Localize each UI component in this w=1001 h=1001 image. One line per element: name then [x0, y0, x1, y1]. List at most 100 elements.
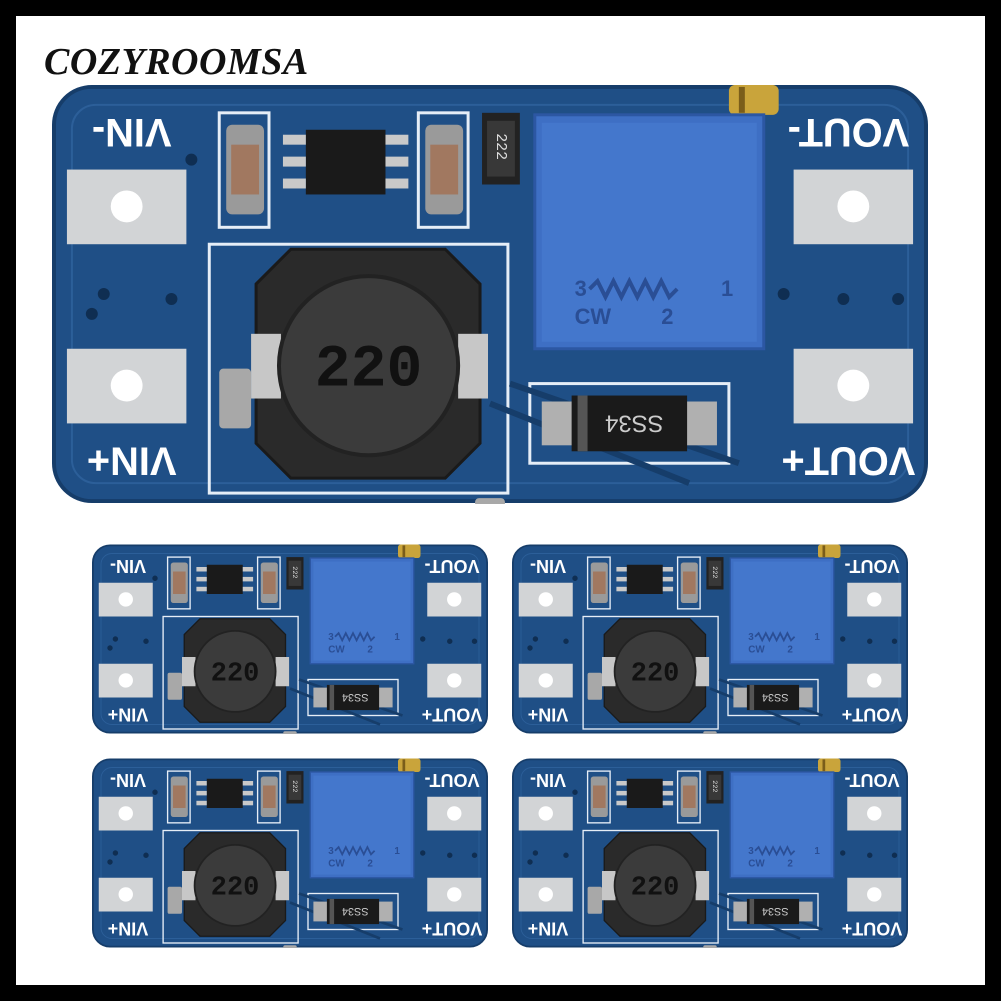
trimmer-potentiometer: 3 1 CW 2	[309, 758, 421, 879]
schottky-diode-ss34: SS34	[733, 898, 813, 925]
vout-minus-label: VOUT-	[424, 770, 479, 790]
capacitor	[676, 770, 701, 824]
vout-minus-label: VOUT-	[424, 556, 479, 576]
capacitor	[256, 556, 281, 610]
inductor-220: 220	[167, 618, 297, 734]
trimmer-potentiometer: 3 1 CW 2	[729, 544, 841, 665]
inductor-code-label: 220	[631, 873, 680, 903]
trimmer-potentiometer: 3 1 CW 2	[309, 544, 421, 665]
capacitor	[166, 770, 191, 824]
vout-plus-label: VOUT+	[422, 704, 483, 724]
boost-ic	[616, 778, 674, 808]
trimmer-potentiometer: 3 1 CW 2	[533, 84, 779, 351]
diode-code-label: SS34	[762, 691, 788, 703]
brand-watermark: COZYROOMSA	[44, 41, 309, 83]
inductor-220: 220	[167, 832, 297, 948]
diode-code-label: SS34	[605, 409, 663, 436]
vin-minus-label: VIN-	[530, 556, 566, 576]
schottky-diode-ss34: SS34	[313, 684, 393, 711]
inductor-220: 220	[219, 247, 505, 504]
resistor-222: 222	[706, 771, 724, 804]
pot-cw-label: CW	[748, 645, 765, 656]
vout-plus-label: VOUT+	[422, 918, 483, 938]
inductor-code-label: 220	[211, 659, 260, 689]
product-photo: COZYROOMSA	[16, 16, 985, 985]
vin-minus-label: VIN-	[110, 770, 146, 790]
boost-ic	[196, 778, 254, 808]
vin-plus-label: VIN+	[87, 438, 177, 482]
vout-minus-label: VOUT-	[844, 770, 899, 790]
vout-plus-label: VOUT+	[842, 704, 903, 724]
vin-plus-label: VIN+	[528, 704, 569, 724]
resistor-222: 222	[706, 557, 724, 590]
capacitor	[586, 556, 611, 610]
vout-minus-label: VOUT-	[844, 556, 899, 576]
diode-code-label: SS34	[342, 691, 368, 703]
terminal-pads	[98, 796, 482, 912]
capacitor	[676, 556, 701, 610]
vout-plus-label: VOUT+	[842, 918, 903, 938]
inductor-220: 220	[587, 832, 717, 948]
schottky-diode-ss34: SS34	[733, 684, 813, 711]
pot-pin-label: 3	[748, 846, 754, 857]
vin-minus-label: VIN-	[110, 556, 146, 576]
boost-board-large: VIN- VIN+ VOUT- VOUT+	[52, 84, 928, 504]
capacitor	[256, 770, 281, 824]
resistor-code-label: 222	[290, 780, 298, 792]
vin-plus-label: VIN+	[528, 918, 569, 938]
resistor-222: 222	[482, 112, 520, 185]
pot-cw-label: CW	[328, 859, 345, 870]
inductor-code-label: 220	[211, 873, 260, 903]
boost-ic	[616, 564, 674, 594]
pot-pin-label: 1	[394, 846, 400, 857]
resistor-code-label: 222	[710, 566, 718, 578]
pot-pin-label: 3	[748, 632, 754, 643]
diode-code-label: SS34	[762, 905, 788, 917]
pot-cw-label: CW	[328, 645, 345, 656]
capacitor	[586, 770, 611, 824]
inductor-code-label: 220	[315, 336, 423, 404]
vin-minus-label: VIN-	[530, 770, 566, 790]
boost-ic	[282, 129, 409, 195]
capacitor	[416, 111, 470, 229]
pot-pin-label: 2	[787, 645, 793, 656]
schottky-diode-ss34: SS34	[313, 898, 393, 925]
inductor-220: 220	[587, 618, 717, 734]
boost-board-small: VIN- VIN+ VOUT- VOUT+	[92, 758, 488, 948]
boost-board-small: VIN- VIN+ VOUT- VOUT+	[512, 544, 908, 734]
resistor-222: 222	[286, 771, 304, 804]
pot-pin-label: 2	[661, 304, 673, 329]
pot-pin-label: 1	[814, 846, 820, 857]
pot-pin-label: 2	[367, 645, 373, 656]
resistor-222: 222	[286, 557, 304, 590]
trimmer-potentiometer: 3 1 CW 2	[729, 758, 841, 879]
inductor-code-label: 220	[631, 659, 680, 689]
pot-pin-label: 3	[328, 632, 334, 643]
vout-plus-label: VOUT+	[781, 438, 915, 482]
pot-pin-label: 1	[394, 632, 400, 643]
vin-plus-label: VIN+	[108, 918, 149, 938]
pot-cw-label: CW	[575, 304, 612, 329]
pot-pin-label: 2	[367, 859, 373, 870]
boost-board-small: VIN- VIN+ VOUT- VOUT+	[92, 544, 488, 734]
pot-pin-label: 1	[814, 632, 820, 643]
pot-pin-label: 1	[721, 276, 733, 301]
boost-board-small: VIN- VIN+ VOUT- VOUT+	[512, 758, 908, 948]
pot-pin-label: 3	[575, 276, 587, 301]
capacitor	[166, 556, 191, 610]
terminal-pads	[518, 582, 902, 698]
pot-pin-label: 2	[787, 859, 793, 870]
pot-cw-label: CW	[748, 859, 765, 870]
diode-code-label: SS34	[342, 905, 368, 917]
vin-plus-label: VIN+	[108, 704, 149, 724]
pot-pin-label: 3	[328, 846, 334, 857]
schottky-diode-ss34: SS34	[541, 395, 717, 452]
resistor-code-label: 222	[710, 780, 718, 792]
resistor-code-label: 222	[290, 566, 298, 578]
terminal-pads	[518, 796, 902, 912]
resistor-code-label: 222	[492, 133, 508, 160]
terminal-pads	[66, 169, 914, 424]
vin-minus-label: VIN-	[92, 110, 172, 154]
terminal-pads	[98, 582, 482, 698]
